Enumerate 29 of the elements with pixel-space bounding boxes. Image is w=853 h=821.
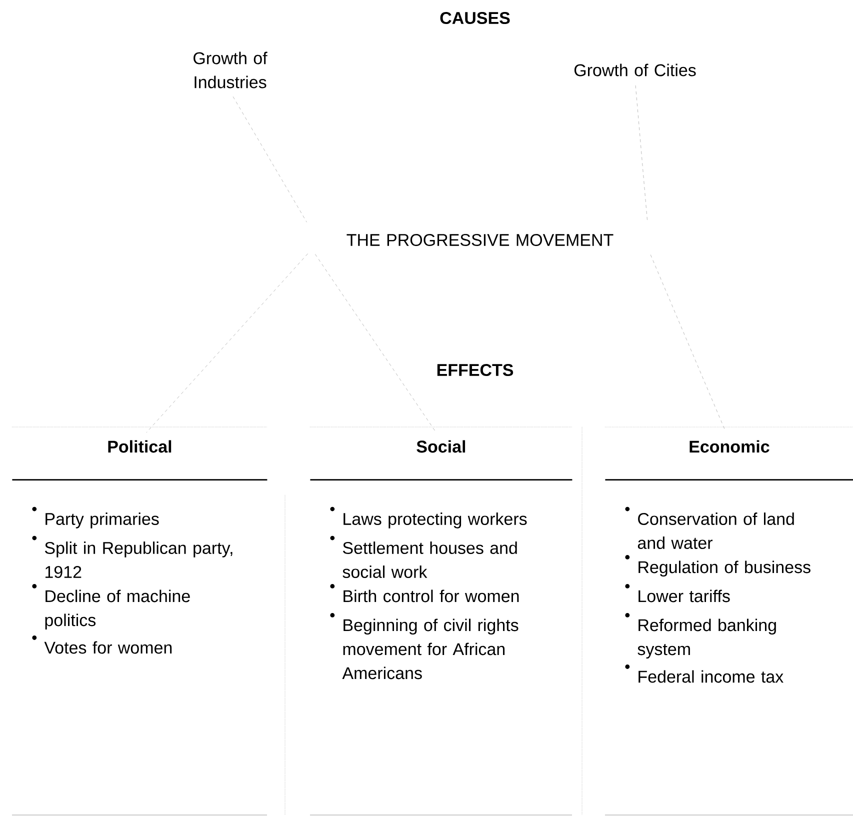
effect-column [604,426,853,816]
connector-line [650,254,726,431]
bullet-item: Conservation of land and water [638,512,794,550]
bullet-item: Regulation of business [638,560,810,577]
effect-column [310,426,572,816]
bullet-item: Federal income tax [638,670,784,683]
connector-line [314,254,436,432]
bullet-item: Votes for women [44,641,172,654]
cause-text: Growth of Cities [574,64,696,76]
movement-heading: THE PROGRESSIVE MOVEMENT [346,234,614,246]
bullet-item: Lower tariffs [638,590,730,602]
bullet-item: Birth control for women [344,590,519,602]
bullet-item: Beginning of civil rights movement for African Americans [342,618,518,680]
column-heading: Political [108,440,172,453]
bullet-item: Split in Republican party, 1912 [44,542,232,578]
connector-line [146,253,308,433]
bullet-item: Settlement houses and social work [342,542,517,578]
bullet-item: Decline of machine politics [45,590,190,630]
cause-text: Growth of Industries [194,52,268,88]
bullet-item: Laws protecting workers [344,512,527,528]
section-heading: CAUSES [440,12,510,24]
bullet-item: Party primaries [46,512,159,528]
effect-column [12,426,268,816]
connector-line [635,85,648,222]
connector-line [232,96,307,222]
bullet-item: Reformed banking system [638,618,776,659]
column-heading: Economic [690,440,770,453]
column-heading: Social [416,440,466,453]
section-heading: EFFECTS [437,364,514,376]
